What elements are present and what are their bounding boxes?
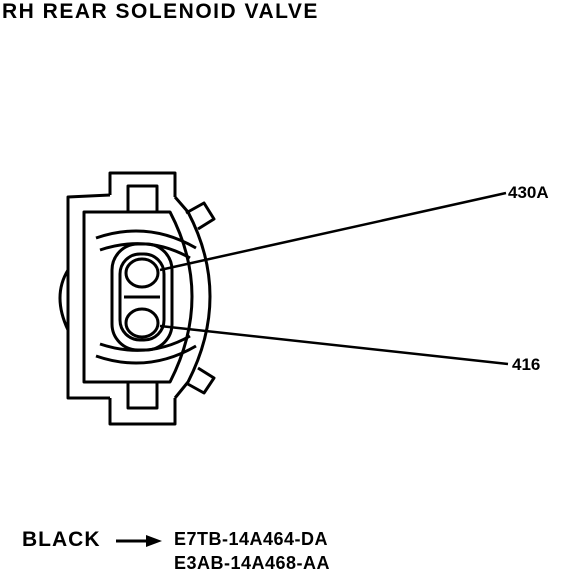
leader-line-416: [159, 324, 509, 366]
connector-left-lobe: [58, 269, 70, 331]
connector-top-tab: [108, 171, 177, 197]
pin-label-430a: 430A: [508, 183, 549, 202]
connector-housing-outer: [66, 193, 212, 400]
connector-bottom-tab: [108, 398, 177, 426]
connector-color-label: BLACK: [22, 528, 101, 551]
part-number-2: E3AB-14A468-AA: [174, 553, 331, 573]
connector-right-ear-top: [185, 201, 216, 231]
pin-label-416: 416: [512, 355, 541, 374]
leader-line-430a: [159, 191, 507, 272]
terminal-cavity-outer: [110, 242, 174, 352]
connector-right-ear-bottom: [185, 366, 216, 395]
connector-top-tab-inner: [126, 184, 159, 212]
diagram-title: RH REAR SOLENOID VALVE: [2, 0, 319, 23]
terminal-430a: [124, 257, 160, 289]
connector-bottom-tab-inner: [126, 382, 159, 410]
terminal-cavity-inner: [118, 252, 166, 342]
connector-boss-arc-outer: [95, 229, 197, 365]
connector-housing-inner: [82, 210, 194, 384]
arrow-right-icon: [116, 535, 162, 547]
part-number-1: E7TB-14A464-DA: [174, 529, 329, 549]
terminal-416: [124, 307, 160, 339]
